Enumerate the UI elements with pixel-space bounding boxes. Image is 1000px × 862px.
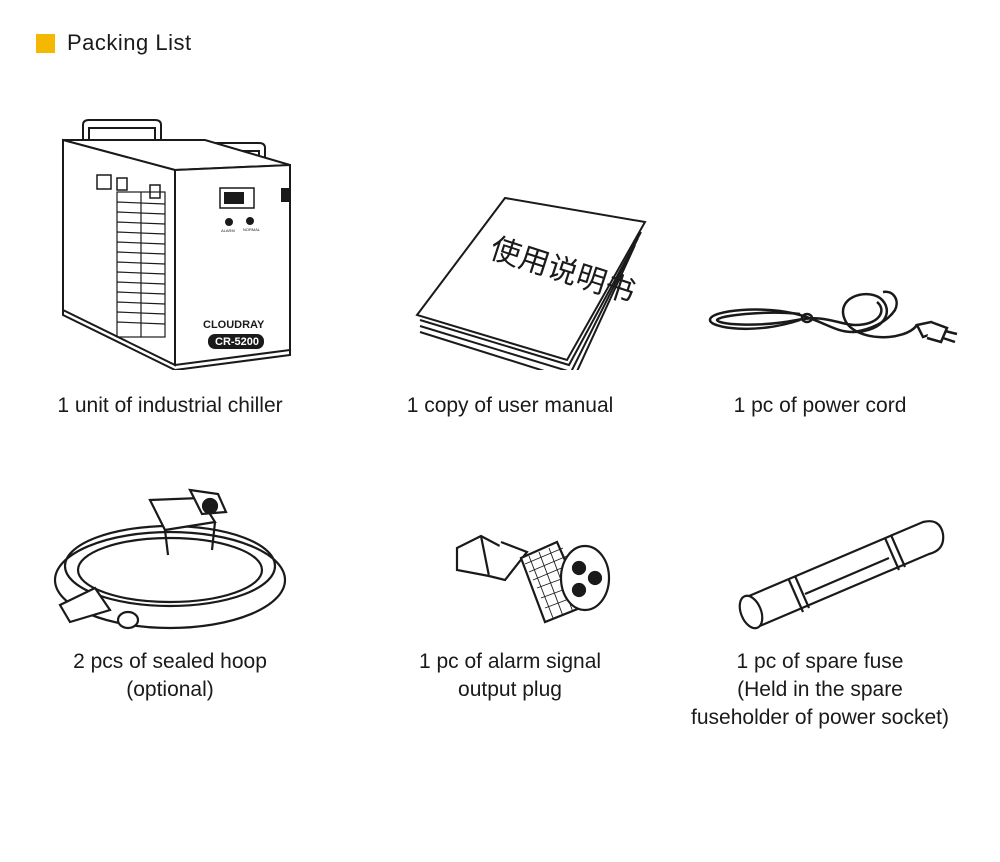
caption-line: output plug — [458, 678, 562, 701]
caption-line: (optional) — [126, 678, 214, 701]
caption-line: 1 pc of power cord — [733, 394, 907, 417]
caption-line: 2 pcs of sealed hoop — [73, 650, 267, 673]
item-caption: 1 pc of spare fuse (Held in the spare fu… — [655, 648, 985, 732]
svg-text:CR-5200: CR-5200 — [215, 336, 259, 348]
svg-text:ALARM: ALARM — [221, 228, 235, 233]
section-header: Packing List — [36, 30, 192, 56]
caption-line: 1 unit of industrial chiller — [57, 394, 283, 417]
page-title: Packing List — [67, 30, 192, 55]
caption-line: 1 pc of alarm signal — [418, 650, 602, 673]
caption-line: (Held in the spare — [737, 678, 903, 701]
power-cord-icon — [655, 110, 985, 370]
section-marker-square — [36, 33, 55, 53]
user-manual-icon: 使用说明书 — [345, 110, 675, 370]
svg-text:CLOUDRAY: CLOUDRAY — [203, 319, 265, 331]
alarm-plug-icon — [345, 470, 675, 730]
item-caption: 1 copy of user manual — [345, 392, 675, 420]
caption-line: 1 pc of spare fuse — [736, 650, 904, 673]
item-caption: 2 pcs of sealed hoop (optional) — [5, 648, 335, 704]
item-caption: 1 pc of alarm signal output plug — [345, 648, 675, 704]
item-caption: 1 pc of power cord — [655, 392, 985, 420]
sealed-hoop-icon — [5, 470, 335, 730]
caption-line: 1 copy of user manual — [406, 394, 614, 417]
svg-text:NORMAL: NORMAL — [243, 227, 261, 232]
fuse-icon — [655, 470, 985, 730]
chiller-icon: ALARM NORMAL CLOUDRAY CR-5200 — [5, 110, 335, 370]
item-caption: 1 unit of industrial chiller — [5, 392, 335, 420]
caption-line: fuseholder of power socket) — [691, 706, 949, 729]
